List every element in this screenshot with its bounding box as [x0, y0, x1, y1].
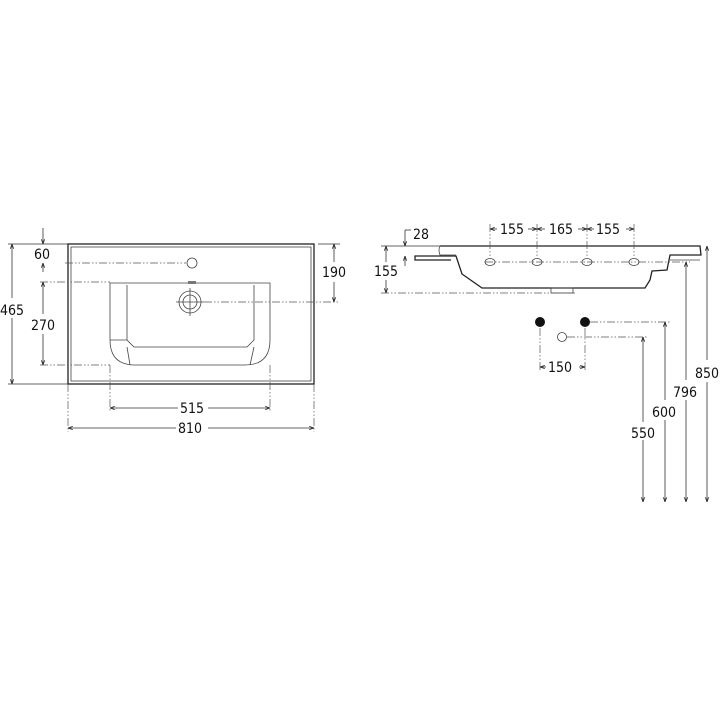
dim-waste-height: 550 [631, 426, 655, 442]
basin-rim-inner [70, 246, 312, 382]
side-view: 28 155 155 165 155 150 550 600 79 [374, 222, 719, 502]
dim-overall-width: 810 [178, 421, 202, 437]
supply-point-icon [580, 317, 590, 327]
basin-outline [67, 243, 315, 385]
top-view: 465 60 270 190 515 810 [0, 228, 346, 437]
drain-icon [176, 288, 204, 316]
dim-drain-offset: 190 [322, 265, 346, 281]
dim-supply-height: 600 [652, 405, 676, 421]
dim-underside-height: 796 [673, 385, 697, 401]
tap-hole-icon [484, 258, 496, 266]
dim-basin-depth: 270 [31, 318, 55, 334]
tap-hole-icon [186, 257, 198, 269]
tap-hole-icon [581, 258, 593, 266]
dim-rim-thickness: 28 [413, 227, 429, 243]
dim-basin-height: 155 [374, 264, 398, 280]
waste-outlet-icon [557, 332, 567, 342]
dim-overall-depth: 465 [0, 303, 24, 319]
tap-hole-icon [628, 258, 640, 266]
dim-tap-spacing-1: 155 [500, 222, 524, 238]
dim-basin-width: 515 [180, 401, 204, 417]
dim-top-height: 850 [695, 366, 719, 382]
supply-point-icon [535, 317, 545, 327]
basin-profile [414, 245, 702, 289]
dim-tap-offset: 60 [34, 247, 50, 263]
dim-supply-spacing: 150 [548, 360, 572, 376]
dim-tap-spacing-2: 165 [549, 222, 573, 238]
dim-tap-spacing-3: 155 [596, 222, 620, 238]
tap-hole-icon [531, 258, 543, 266]
bowl-outline [109, 282, 271, 366]
bowl-floor [126, 285, 255, 348]
